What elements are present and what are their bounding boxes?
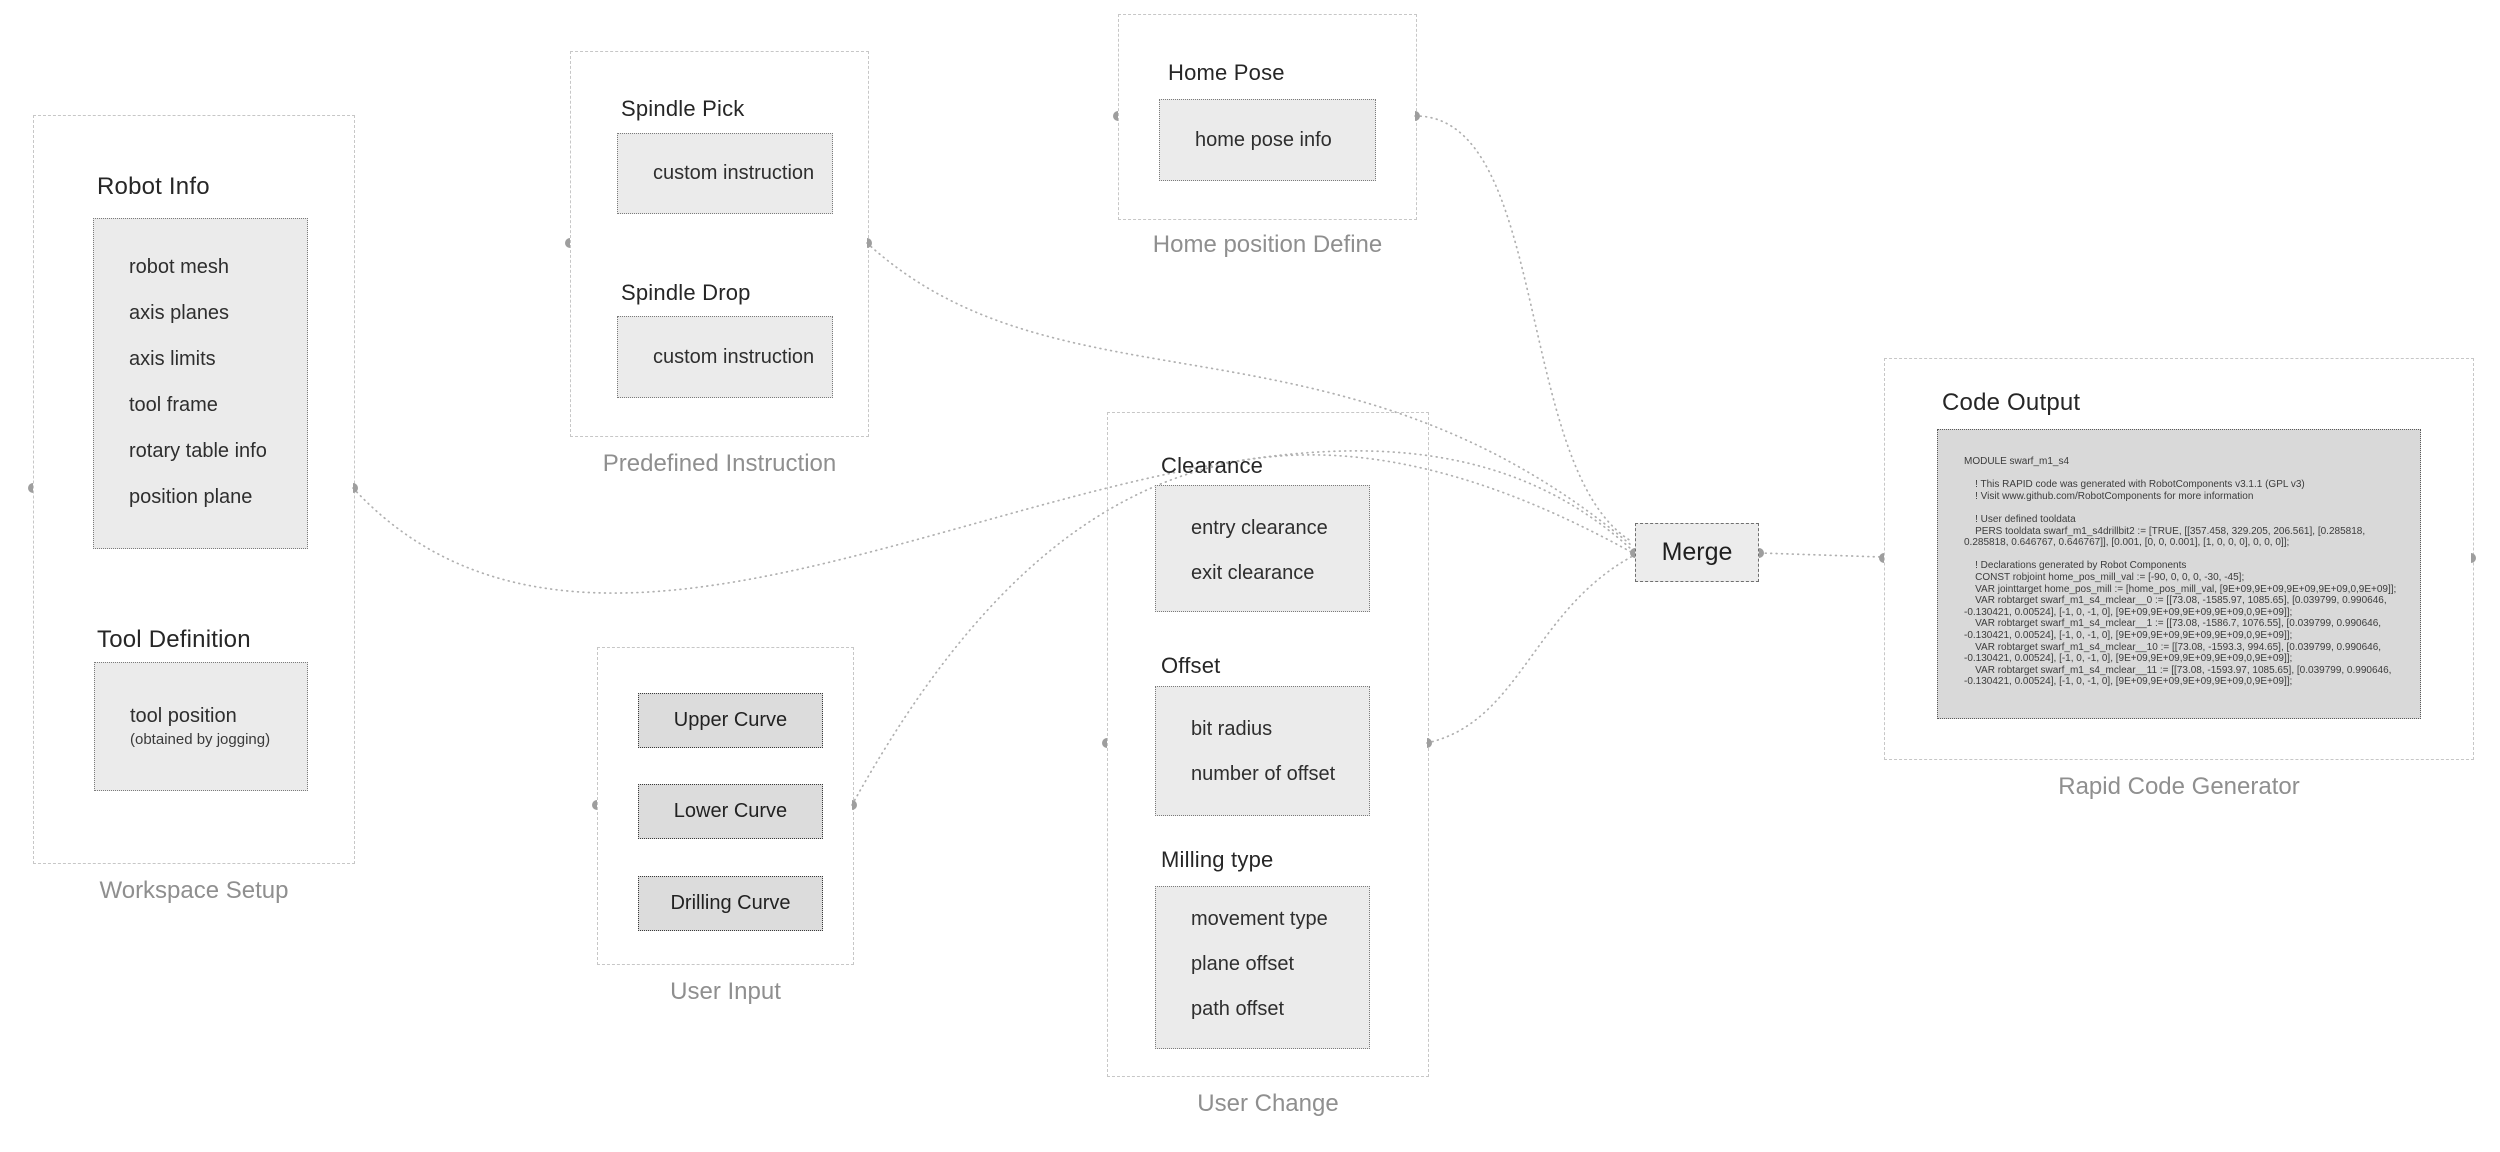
wire-userinput-to-merge (851, 454, 1632, 806)
user-change-input-port[interactable] (1102, 738, 1107, 748)
milling-type-item: movement type (1191, 908, 1328, 930)
clearance-node[interactable]: entry clearance exit clearance (1155, 485, 1370, 612)
tool-definition-title: Tool Definition (97, 626, 251, 653)
merge-input-port[interactable] (1630, 548, 1635, 558)
robot-info-title: Robot Info (97, 173, 210, 200)
home-pose-item: home pose info (1195, 128, 1332, 151)
offset-node[interactable]: bit radius number of offset (1155, 686, 1370, 816)
wire-merge-to-rapid (1759, 552, 1883, 558)
group-predefined-instruction: Spindle Pick custom instruction Spindle … (570, 51, 869, 477)
spindle-drop-item: custom instruction (653, 345, 815, 368)
user-change-output-port[interactable] (1427, 738, 1432, 748)
group-home-position-define: Home Pose home pose info Home position D… (1118, 14, 1417, 258)
robot-info-item: axis limits (129, 348, 216, 370)
robot-info-item: rotary table info (129, 440, 267, 462)
group-caption-user-input: User Input (670, 978, 781, 1005)
robot-info-item: position plane (129, 486, 253, 508)
home-pose-node[interactable]: home pose info (1159, 99, 1376, 181)
milling-type-item: plane offset (1191, 953, 1295, 975)
user-input-input-port[interactable] (592, 800, 597, 810)
lower-curve-button[interactable]: Lower Curve (638, 784, 823, 839)
predefined-instruction-input-port[interactable] (565, 238, 570, 248)
robot-info-item: tool frame (129, 394, 218, 416)
clearance-title: Clearance (1161, 453, 1264, 478)
milling-type-item: path offset (1191, 998, 1285, 1020)
tool-definition-item: tool position (130, 705, 237, 727)
offset-item: bit radius (1191, 718, 1273, 740)
upper-curve-button[interactable]: Upper Curve (638, 693, 823, 748)
spindle-pick-node[interactable]: custom instruction (617, 133, 833, 214)
group-caption-predefined-instruction: Predefined Instruction (602, 450, 837, 477)
merge-node[interactable]: Merge (1635, 523, 1759, 582)
group-caption-workspace-setup: Workspace Setup (99, 877, 289, 904)
tool-definition-note: (obtained by jogging) (130, 731, 271, 748)
drilling-curve-button[interactable]: Drilling Curve (638, 876, 823, 931)
workspace-setup-output-port[interactable] (353, 483, 358, 493)
group-user-input: Upper Curve Lower Curve Drilling Curve U… (597, 647, 854, 1005)
offset-item: number of offset (1191, 763, 1336, 785)
user-input-output-port[interactable] (852, 800, 857, 810)
spindle-pick-title: Spindle Pick (621, 96, 745, 121)
code-output-title: Code Output (1942, 389, 2081, 416)
milling-type-node[interactable]: movement type plane offset path offset (1155, 886, 1370, 1049)
robot-info-node[interactable]: robot mesh axis planes axis limits tool … (93, 218, 308, 549)
predefined-instruction-output-port[interactable] (867, 238, 872, 248)
spindle-drop-title: Spindle Drop (621, 280, 751, 305)
group-rapid-code-generator: Code Output MODULE swarf_m1_s4 ! This RA… (1884, 358, 2474, 800)
milling-type-title: Milling type (1161, 847, 1274, 872)
home-position-output-port[interactable] (1415, 111, 1420, 121)
clearance-item: entry clearance (1191, 517, 1328, 539)
rapid-code-generator-input-port[interactable] (1879, 553, 1884, 563)
merge-output-port[interactable] (1759, 548, 1764, 558)
spindle-pick-item: custom instruction (653, 162, 815, 184)
robot-info-item: axis planes (129, 302, 230, 324)
wire-workspace-to-merge (352, 450, 1632, 594)
wire-userchange-to-merge (1426, 556, 1632, 744)
wire-predefined-to-merge (866, 242, 1632, 546)
group-workspace-setup: Robot Info robot mesh axis planes axis l… (33, 115, 355, 904)
clearance-item: exit clearance (1191, 562, 1315, 584)
offset-title: Offset (1161, 653, 1221, 678)
wire-homepose-to-merge (1414, 115, 1632, 542)
spindle-drop-node[interactable]: custom instruction (617, 316, 833, 398)
group-caption-rapid-code-generator: Rapid Code Generator (2058, 773, 2300, 800)
home-pose-title: Home Pose (1168, 60, 1285, 85)
tool-definition-node[interactable]: tool position (obtained by jogging) (94, 662, 308, 791)
home-position-input-port[interactable] (1113, 111, 1118, 121)
rapid-code-generator-output-port[interactable] (2471, 553, 2476, 563)
robot-info-item: robot mesh (129, 256, 230, 278)
group-user-change: Clearance entry clearance exit clearance… (1107, 412, 1429, 1117)
code-output-node[interactable]: MODULE swarf_m1_s4 ! This RAPID code was… (1937, 429, 2421, 719)
group-caption-user-change: User Change (1197, 1090, 1339, 1117)
workspace-setup-input-port[interactable] (28, 483, 33, 493)
rapid-code-text: MODULE swarf_m1_s4 ! This RAPID code was… (1964, 456, 2397, 688)
group-caption-home-position-define: Home position Define (1152, 231, 1383, 258)
